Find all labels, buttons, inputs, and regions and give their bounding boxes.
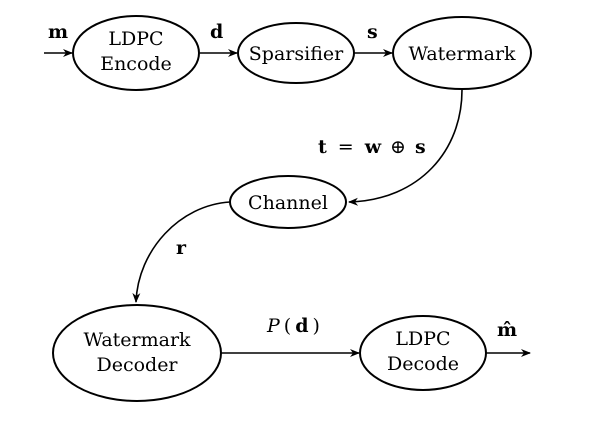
node-ldpc-encode-line1: LDPC [108,28,163,50]
node-watermark-decoder: Watermark Decoder [52,304,222,402]
p-close-paren: ) [313,315,320,337]
edge-label-r: r [176,237,187,259]
p-open-paren: ( [284,315,291,337]
arrow-watermark-to-channel [348,89,463,206]
node-watermark: Watermark [392,16,532,90]
node-ldpc-encode-line2: Encode [100,53,172,75]
p-symbol: P [266,315,281,337]
eq-t: t [318,136,327,158]
edge-label-s: s [367,21,378,43]
edge-label-input: m [48,21,68,43]
node-ldpc-decode-line2: Decode [387,353,459,375]
node-watermark-label: Watermark [408,43,516,65]
eq-w: w [364,136,382,158]
node-watermark-decoder-line1: Watermark [83,329,191,351]
edge-label-d: d [210,21,223,43]
edge-label-output: m̂ [497,319,517,341]
arrow-channel-to-decoder [132,201,231,303]
edge-label-t-equation: t = w ⊕ s [318,136,426,158]
node-channel-label: Channel [248,192,328,214]
node-ldpc-decode-line1: LDPC [395,328,450,350]
node-watermark-decoder-line2: Decoder [96,354,178,376]
eq-s: s [415,136,426,158]
node-channel: Channel [229,175,347,229]
edge-label-p-of-d: P ( d ) [266,315,320,337]
eq-equals: = [338,136,354,158]
p-d: d [295,315,308,337]
node-ldpc-decode: LDPC Decode [359,315,487,391]
eq-xor: ⊕ [390,136,406,158]
node-ldpc-encode: LDPC Encode [72,15,200,91]
node-sparsifier: Sparsifier [237,22,355,84]
node-sparsifier-label: Sparsifier [249,43,344,65]
